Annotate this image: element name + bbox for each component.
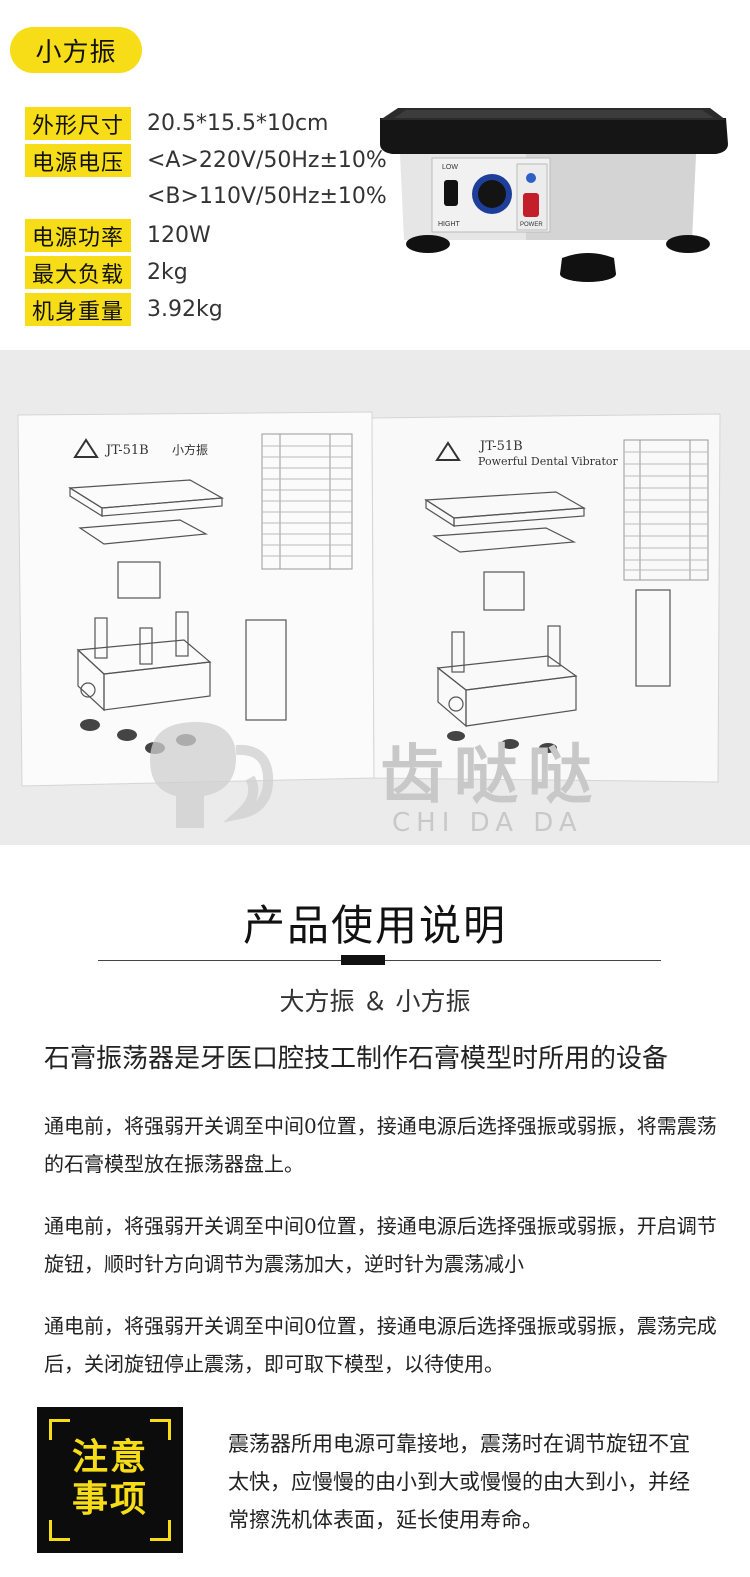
section-lead: 石膏振荡器是牙医口腔技工制作石膏模型时所用的设备 bbox=[44, 1044, 669, 1074]
product-title: 小方振 bbox=[35, 37, 117, 68]
spec-row-weight: 机身重量 3.92kg bbox=[25, 293, 223, 326]
spec-label: 最大负载 bbox=[25, 256, 131, 289]
spec-label: 电源功率 bbox=[25, 219, 131, 252]
spec-label: 电源电压 bbox=[25, 144, 131, 177]
spec-value: <A>220V/50Hz±10% bbox=[147, 148, 387, 173]
spec-value: 20.5*15.5*10cm bbox=[147, 111, 329, 136]
notice-text: 震荡器所用电源可靠接地，震荡时在调节旋钮不宜太快，应慢慢的由小到大或慢慢的由大到… bbox=[228, 1432, 690, 1532]
corner-mark bbox=[150, 1520, 171, 1541]
spec-value: 2kg bbox=[147, 260, 188, 285]
power-label: POWER bbox=[520, 222, 543, 228]
spec-label: 机身重量 bbox=[25, 293, 131, 326]
low-label: LOW bbox=[442, 164, 458, 171]
instruction-paragraph: 通电前，将强弱开关调至中间0位置，接通电源后选择强振或弱振，开启调节旋钮，顺时针… bbox=[44, 1214, 717, 1276]
corner-mark bbox=[150, 1419, 171, 1440]
hight-label: HIGHT bbox=[438, 221, 461, 228]
instruction-paragraph: 通电前，将强弱开关调至中间0位置，接通电源后选择强振或弱振，将需震荡的石膏模型放… bbox=[44, 1114, 717, 1176]
corner-mark bbox=[49, 1419, 70, 1440]
spec-row-size: 外形尺寸 20.5*15.5*10cm bbox=[25, 107, 329, 140]
spec-value: 120W bbox=[147, 223, 211, 248]
spec-row-power: 电源功率 120W bbox=[25, 219, 211, 252]
notice-badge: 注意 事项 bbox=[37, 1407, 183, 1553]
watermark-en: CHI DA DA bbox=[392, 808, 583, 838]
vibrator-device-image: LOW HIGHT POWER bbox=[380, 108, 728, 282]
spec-value-voltage-b: <B>110V/50Hz±10% bbox=[147, 184, 387, 209]
divider-accent bbox=[341, 955, 385, 965]
spec-row-voltage: 电源电压 <A>220V/50Hz±10% bbox=[25, 144, 387, 177]
section-subtitle: 大方振 ＆ 小方振 bbox=[279, 987, 471, 1016]
manual-left-model: JT-51B bbox=[104, 443, 149, 458]
notice-label-line1: 注意 bbox=[71, 1437, 148, 1478]
spec-value: 3.92kg bbox=[147, 297, 223, 322]
product-title-badge: 小方振 bbox=[10, 27, 142, 73]
notice-label-line2: 事项 bbox=[71, 1479, 148, 1520]
spec-label: 外形尺寸 bbox=[25, 107, 131, 140]
instruction-paragraph: 通电前，将强弱开关调至中间0位置，接通电源后选择强振或弱振，震荡完成后，关闭旋钮… bbox=[44, 1314, 717, 1376]
corner-mark bbox=[49, 1520, 70, 1541]
notice-label: 注意 事项 bbox=[37, 1437, 183, 1521]
manual-right-model: JT-51B bbox=[478, 439, 523, 454]
section-title: 产品使用说明 bbox=[242, 901, 507, 950]
manual-photo: JT-51B 小方振 JT-51B Powerful Dental Vibrat… bbox=[0, 350, 750, 845]
manual-right-name: Powerful Dental Vibrator bbox=[478, 455, 619, 468]
manual-left-name: 小方振 bbox=[172, 442, 208, 457]
spec-row-load: 最大负载 2kg bbox=[25, 256, 188, 289]
watermark-cn: 齿哒哒 bbox=[380, 739, 602, 813]
